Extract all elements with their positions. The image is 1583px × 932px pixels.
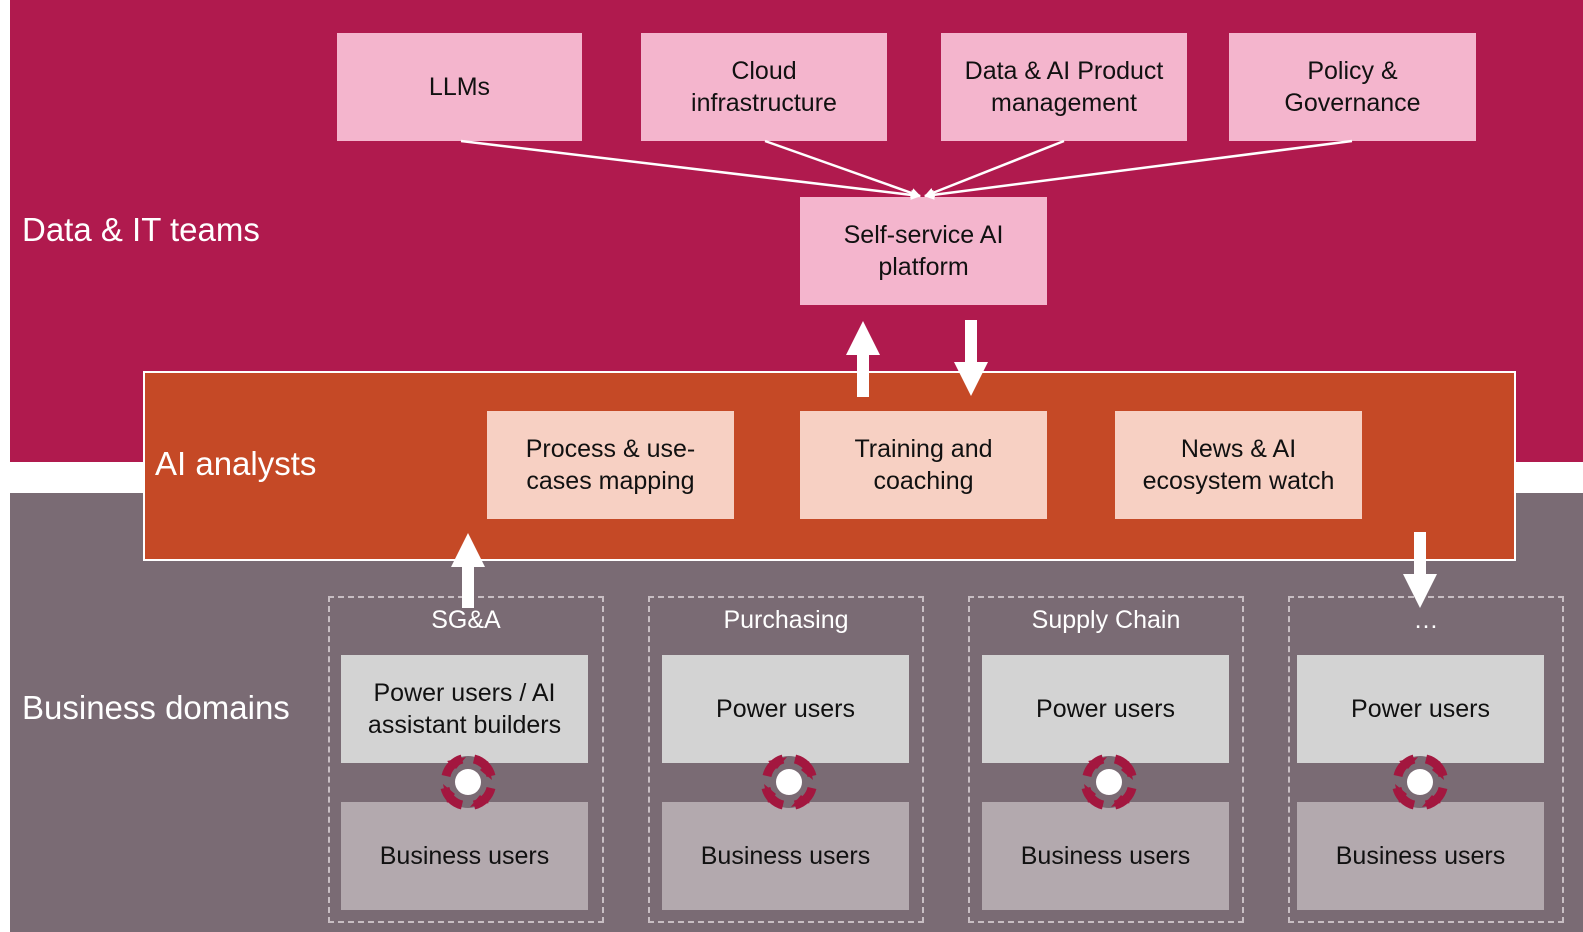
cycle-arrows-icon bbox=[1081, 754, 1137, 810]
business-users-box: Business users bbox=[662, 802, 909, 910]
activity-box-training: Training and coaching bbox=[800, 411, 1047, 519]
input-box-text: Data & AI Product bbox=[964, 57, 1164, 85]
ai-analysts-label: AI analysts bbox=[155, 445, 317, 482]
domain-column-more: … bbox=[1288, 596, 1564, 923]
cycle-arrows-icon bbox=[761, 754, 817, 810]
business-users-box: Business users bbox=[982, 802, 1229, 910]
input-box-text: management bbox=[991, 89, 1137, 117]
power-users-text: assistant builders bbox=[367, 711, 562, 739]
connector-product-to-platform bbox=[924, 139, 1065, 198]
input-box-product-mgmt: Data & AI Product management bbox=[941, 33, 1187, 141]
power-users-box: Power users / AI assistant builders bbox=[341, 655, 588, 763]
cycle-arrows-icon bbox=[440, 754, 496, 810]
business-users-text: Business users bbox=[1020, 842, 1191, 870]
activity-text: coaching bbox=[873, 467, 974, 495]
power-users-text: Power users / AI bbox=[373, 679, 556, 707]
input-box-policy: Policy & Governance bbox=[1229, 33, 1476, 141]
connector-policy-to-platform bbox=[924, 139, 1353, 200]
domain-title: SG&A bbox=[431, 606, 501, 634]
domain-column-purchasing: Purchasing bbox=[648, 596, 924, 923]
arrow-down-icon bbox=[1403, 532, 1437, 608]
activity-text: Training and bbox=[854, 435, 993, 463]
input-box-cloud: Cloud infrastructure bbox=[641, 33, 887, 141]
platform-text: platform bbox=[878, 253, 969, 281]
domain-title: Purchasing bbox=[723, 606, 849, 634]
input-box-llms: LLMs bbox=[337, 33, 582, 141]
business-users-box: Business users bbox=[1297, 802, 1544, 910]
input-box-text: LLMs bbox=[428, 73, 491, 101]
connector-cloud-to-platform bbox=[764, 139, 921, 198]
power-users-box: Power users bbox=[1297, 655, 1544, 763]
input-box-text: Policy & bbox=[1307, 57, 1398, 85]
activity-text: ecosystem watch bbox=[1142, 467, 1335, 495]
domain-title: … bbox=[1413, 606, 1439, 634]
input-box-text: infrastructure bbox=[691, 89, 837, 117]
business-users-text: Business users bbox=[379, 842, 550, 870]
arrow-up-icon bbox=[846, 321, 880, 397]
activity-box-news-watch: News & AI ecosystem watch bbox=[1115, 411, 1362, 519]
cycle-arrows-icon bbox=[1392, 754, 1448, 810]
activity-text: Process & use- bbox=[525, 435, 696, 463]
business-users-box: Business users bbox=[341, 802, 588, 910]
business-domains-label: Business domains bbox=[22, 689, 290, 726]
arrow-down-icon bbox=[954, 320, 988, 396]
power-users-text: Power users bbox=[1351, 695, 1490, 723]
activity-text: cases mapping bbox=[526, 467, 695, 495]
power-users-box: Power users bbox=[662, 655, 909, 763]
business-users-text: Business users bbox=[1335, 842, 1506, 870]
platform-text: Self-service AI bbox=[843, 221, 1004, 249]
power-users-box: Power users bbox=[982, 655, 1229, 763]
input-box-text: Governance bbox=[1284, 89, 1421, 117]
data-it-label: Data & IT teams bbox=[22, 211, 260, 248]
power-users-text: Power users bbox=[1036, 695, 1175, 723]
arrow-up-icon bbox=[451, 533, 485, 608]
domain-column-supply-chain: Supply Chain bbox=[968, 596, 1244, 923]
power-users-text: Power users bbox=[716, 695, 855, 723]
self-service-platform-box: Self-service AI platform bbox=[800, 197, 1047, 305]
connector-llms-to-platform bbox=[460, 139, 921, 200]
input-box-text: Cloud bbox=[731, 57, 797, 85]
domain-title: Supply Chain bbox=[1031, 606, 1181, 634]
business-users-text: Business users bbox=[700, 842, 871, 870]
activity-text: News & AI bbox=[1180, 435, 1297, 463]
activity-box-process-mapping: Process & use-cases mapping bbox=[487, 411, 734, 519]
